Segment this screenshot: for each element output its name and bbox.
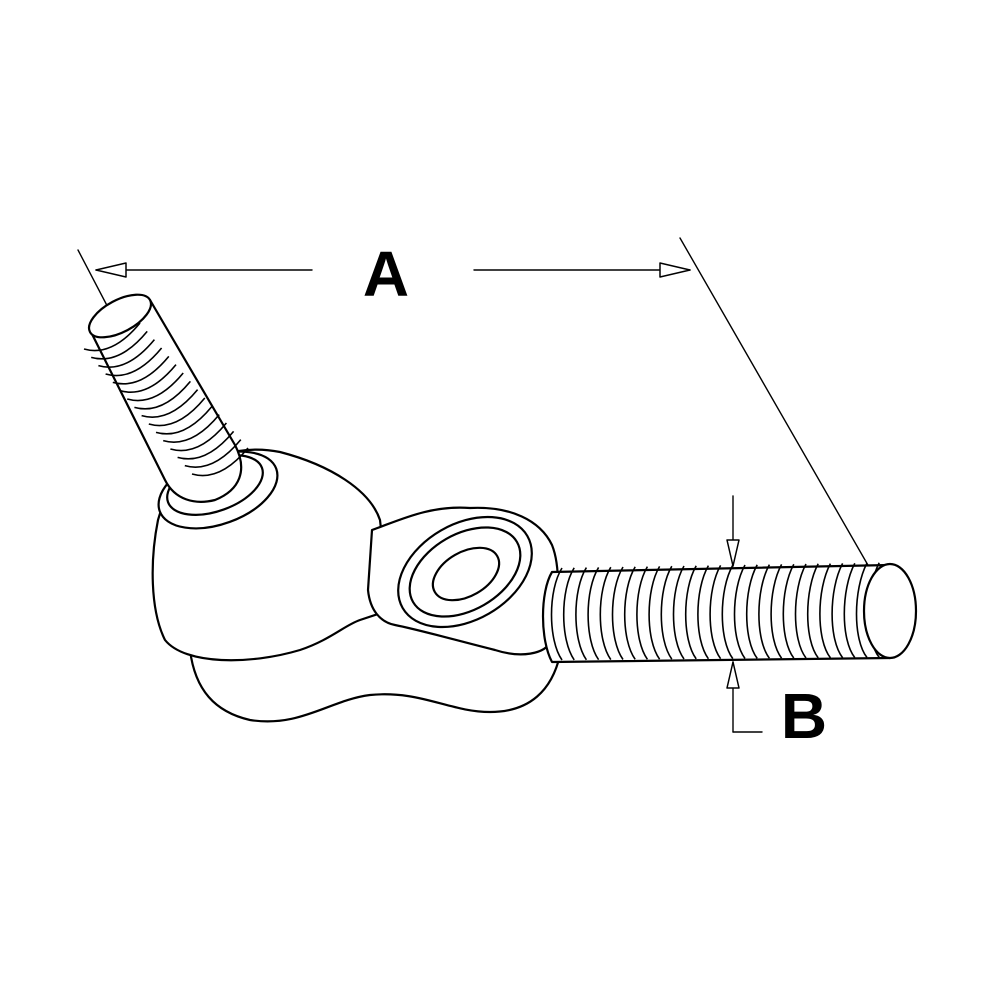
ball-stud [83,293,249,503]
thread-line [141,389,199,418]
thread-line [148,397,206,427]
thread-line [831,563,844,659]
thread-line [550,567,563,661]
thread-line [562,567,575,661]
thread-line [758,564,771,659]
arrowhead-a-left [95,262,127,278]
thread-line [636,566,649,660]
thread-line [105,347,163,377]
thread-line [697,565,710,660]
thread-line [819,563,832,659]
thread-line [855,562,868,658]
extension-line-right [679,237,889,601]
thread-line [119,364,177,393]
thread-line [177,430,235,460]
arrowhead-a-right [659,262,691,278]
threaded-shank-end [862,562,918,660]
thread-line [623,566,636,660]
thread-line [587,566,600,661]
label-b: B [781,680,827,752]
thread-line [98,339,156,368]
thread-line [721,564,734,660]
thread-line [112,355,170,385]
thread-line [83,322,141,352]
eye-hole [431,546,501,602]
thread-line [843,562,856,659]
thread-line [770,564,783,659]
ball-stud-threads [83,322,249,477]
thread-line [672,565,685,660]
thread-line [575,567,588,661]
dimension-a: A [77,237,889,601]
thread-line [684,565,697,660]
thread-line [611,566,624,660]
threaded-shank [541,562,918,664]
thread-line [191,447,249,477]
thread-line [90,330,148,360]
thread-line [184,439,242,468]
threaded-shank-body [541,563,892,664]
dimension-b: B [726,495,827,752]
thread-line [170,422,228,452]
thread-line [648,565,661,660]
thread-line [794,563,807,659]
thread-line [745,564,758,659]
thread-line [782,563,795,659]
arrowhead-b-top [726,539,740,567]
thread-line [806,563,819,659]
arrowhead-b-bottom [726,661,740,689]
label-a: A [363,238,409,310]
thread-line [599,566,612,661]
tie-rod-body [151,448,562,723]
ball-stud-tip [87,293,153,339]
threaded-shank-threads [550,562,880,661]
thread-line [126,372,184,402]
thread-line [660,565,673,660]
thread-line [162,414,220,443]
thread-line [134,380,192,410]
thread-line [733,564,746,659]
thread-line [155,405,213,435]
thread-line [709,565,722,660]
